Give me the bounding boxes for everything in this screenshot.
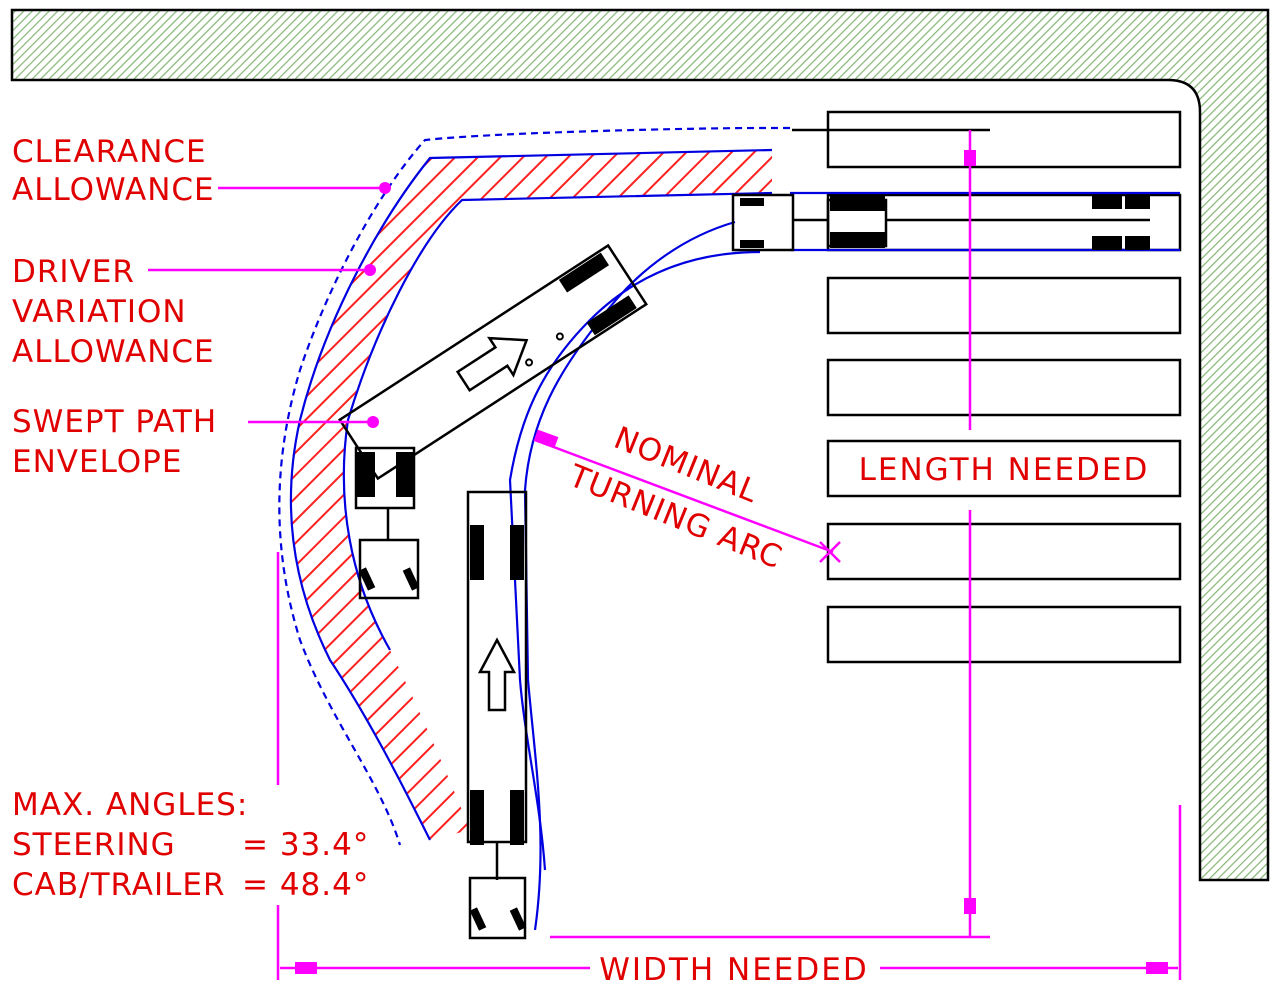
inner-track-line-2 — [523, 220, 736, 931]
steering-label: STEERING — [12, 827, 176, 863]
length-dimension — [550, 130, 990, 939]
clearance-dashed-line — [278, 126, 790, 846]
stall-5 — [826, 439, 1182, 498]
truck-turning — [338, 243, 648, 600]
length-needed-label: LENGTH NEEDED — [859, 452, 1150, 488]
steering-value: = 33.4° — [242, 827, 369, 863]
building-wall — [10, 8, 1270, 882]
clearance-label-2: ALLOWANCE — [12, 172, 215, 208]
stall-3 — [826, 276, 1182, 335]
arrow-up-icon — [477, 637, 517, 712]
swept-label-1: SWEPT PATH — [12, 404, 217, 440]
stall-6 — [826, 522, 1182, 581]
driver-label-3: ALLOWANCE — [12, 334, 215, 370]
driver-label-1: DRIVER — [12, 254, 135, 290]
width-needed-label: WIDTH NEEDED — [599, 952, 868, 988]
leader-lines — [148, 182, 841, 563]
max-angles-label: MAX. ANGLES: — [12, 787, 248, 823]
truck-straight — [466, 490, 528, 940]
cab-trailer-value: = 48.4° — [242, 867, 369, 903]
clearance-label-1: CLEARANCE — [12, 134, 207, 170]
swept-path-outer-line — [289, 148, 773, 841]
parking-stalls — [826, 110, 1182, 664]
inner-track-line-1 — [508, 250, 761, 871]
stall-1 — [826, 110, 1182, 169]
swept-label-2: ENVELOPE — [12, 444, 182, 480]
width-dimension — [276, 552, 1182, 980]
stall-4 — [826, 358, 1182, 417]
stall-7 — [826, 605, 1182, 664]
turning-arrow-icon — [455, 336, 529, 393]
cab-trailer-label: CAB/TRAILER — [12, 867, 226, 903]
driver-label-2: VARIATION — [12, 294, 187, 330]
truck-parked — [731, 193, 1150, 252]
